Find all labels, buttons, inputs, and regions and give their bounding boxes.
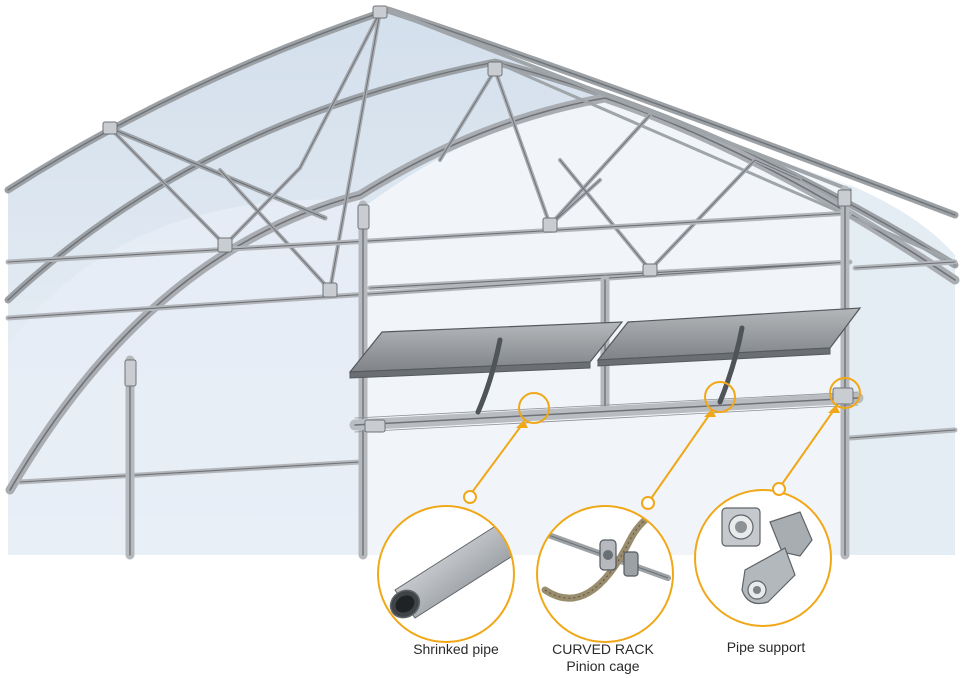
callout-markers [469,377,861,501]
marker-curved-rack [704,381,736,413]
vent-panel-right [596,307,862,367]
detail-bubble-pipe-support [694,482,832,627]
vent-panel-left [348,321,624,379]
caption-shrinked-pipe-line-1: Shrinked pipe [413,641,499,657]
marker-pipe-support [829,377,861,409]
caption-curved-rack: CURVED RACK Pinion cage [538,641,668,675]
caption-curved-rack-line-2: Pinion cage [566,658,640,674]
greenhouse-frame [4,6,960,560]
caption-pipe-support: Pipe support [706,639,826,656]
leader-shrinked-pipe [469,421,525,496]
frame-joints [102,5,854,433]
leader-pipe-support [779,406,837,488]
caption-shrinked-pipe: Shrinked pipe [396,641,516,658]
leader-arrowheads [516,405,840,428]
front-arch-edge [9,97,956,491]
curved-racks [475,325,745,415]
detail-bubble-curved-rack [536,496,674,643]
caption-curved-rack-line-1: CURVED RACK [552,641,654,657]
leader-curved-rack [649,410,713,501]
marker-shrinked-pipe [518,392,550,424]
caption-pipe-support-line-1: Pipe support [726,639,806,655]
detail-bubble-shrinked-pipe [377,490,515,643]
